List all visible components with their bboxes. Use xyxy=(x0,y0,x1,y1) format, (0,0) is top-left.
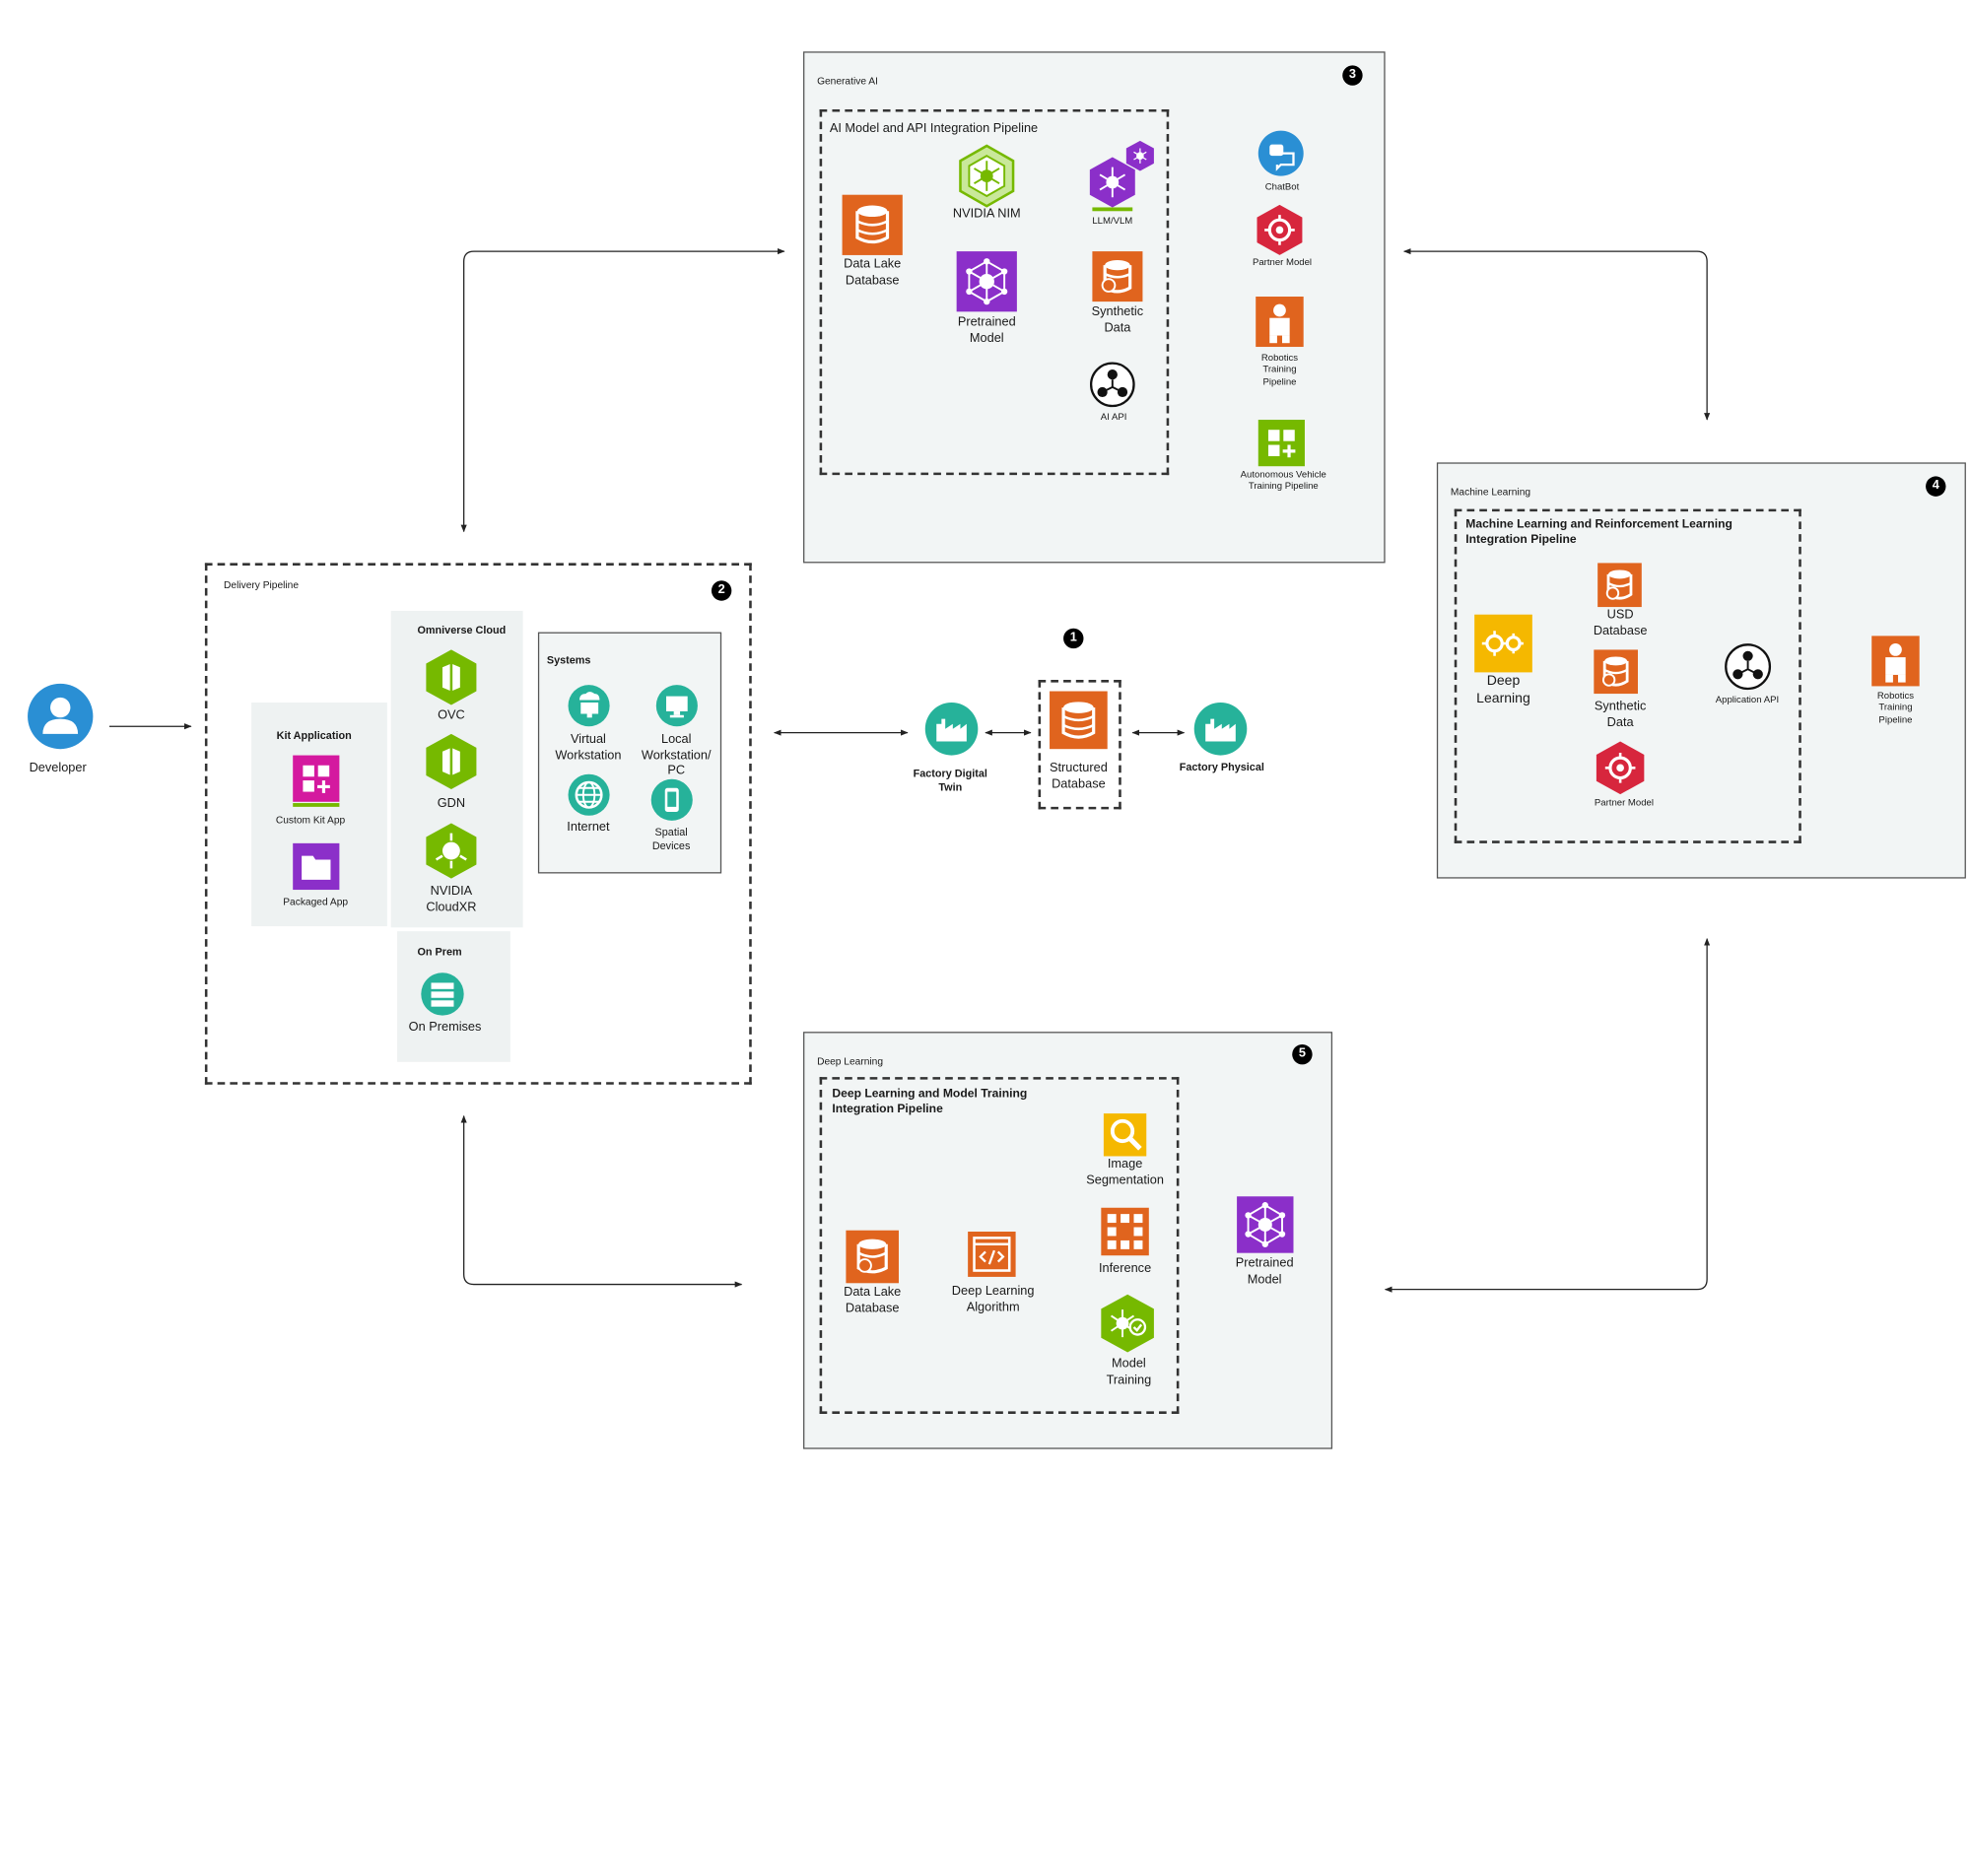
dl-data-lake-label: Data Lake Database xyxy=(844,1285,902,1315)
ai-api-label: AI API xyxy=(1100,411,1127,423)
synthetic-data-icon xyxy=(1092,251,1143,302)
ovc-icon xyxy=(426,649,477,705)
packaged-app-icon xyxy=(293,842,340,891)
ml-title: Machine Learning xyxy=(1450,486,1531,499)
ml-pipeline-box xyxy=(1454,508,1801,843)
nvidia-nim-icon xyxy=(959,144,1015,208)
llm-vlm-icon xyxy=(1089,140,1154,212)
systems-title: Systems xyxy=(546,653,591,667)
arrow-delivery-deeplearning xyxy=(460,1114,743,1288)
autonomous-vehicle-label: Autonomous Vehicle Training Pipeline xyxy=(1240,468,1326,493)
ml-robotics-pipeline-label: Robotics Training Pipeline xyxy=(1876,690,1915,725)
cloudxr-label: NVIDIA CloudXR xyxy=(426,884,477,914)
pretrained-model-icon xyxy=(956,251,1017,312)
deep-learning-icon xyxy=(1474,614,1532,673)
factory-physical-label: Factory Physical xyxy=(1179,760,1264,773)
internet-icon xyxy=(568,773,610,816)
structured-db-label: Structured Database xyxy=(1049,761,1108,791)
dl-title: Deep Learning xyxy=(817,1055,884,1067)
virtual-workstation-icon xyxy=(568,685,610,727)
usd-database-icon xyxy=(1597,563,1642,608)
dl-pretrained-model-icon xyxy=(1237,1196,1294,1253)
algorithm-label: Deep Learning Algorithm xyxy=(951,1284,1035,1314)
section-4-badge: 4 xyxy=(1926,476,1946,497)
ai-pipeline-box xyxy=(819,108,1170,476)
dl-pipeline-title: Deep Learning and Model Training Integra… xyxy=(832,1087,1028,1117)
structured-db-box xyxy=(1038,680,1121,810)
gdn-label: GDN xyxy=(437,796,466,811)
section-3-badge: 3 xyxy=(1342,65,1363,86)
inference-icon xyxy=(1101,1207,1149,1256)
partner-model-icon xyxy=(1257,204,1303,255)
chatbot-icon xyxy=(1257,130,1304,176)
section-1-badge: 1 xyxy=(1063,628,1084,649)
virtual-workstation-label: Virtual Workstation xyxy=(555,732,622,763)
spatial-devices-label: Spatial Devices xyxy=(651,826,691,852)
onprem-title: On Prem xyxy=(417,945,462,958)
arrow-generative-ml xyxy=(1402,248,1711,421)
model-training-icon xyxy=(1101,1294,1154,1353)
internet-label: Internet xyxy=(567,820,610,835)
ovc-label: OVC xyxy=(438,708,465,723)
autonomous-vehicle-icon xyxy=(1257,420,1305,467)
local-workstation-icon xyxy=(655,685,698,727)
section-2-badge: 2 xyxy=(711,580,732,601)
data-lake-icon xyxy=(842,194,903,255)
spatial-devices-icon xyxy=(650,778,693,821)
pretrained-model-label: Pretrained Model xyxy=(957,315,1016,346)
chatbot-label: ChatBot xyxy=(1264,180,1300,193)
arrow-ml-deeplearning xyxy=(1384,938,1711,1293)
image-segmentation-label: Image Segmentation xyxy=(1086,1157,1164,1187)
database-icon xyxy=(1050,691,1108,750)
ml-synthetic-data-label: Synthetic Data xyxy=(1594,700,1647,730)
systems-box xyxy=(537,632,722,874)
application-api-label: Application API xyxy=(1715,694,1780,705)
inference-label: Inference xyxy=(1098,1261,1152,1276)
custom-kit-app-icon xyxy=(293,755,340,807)
synthetic-data-label: Synthetic Data xyxy=(1091,304,1144,335)
ml-robotics-pipeline-icon xyxy=(1871,636,1920,687)
robotics-pipeline-icon xyxy=(1256,297,1304,348)
factory-twin-label: Factory Digital Twin xyxy=(913,767,987,793)
dl-pipeline-box xyxy=(819,1077,1180,1414)
model-training-label: Model Training xyxy=(1106,1357,1152,1387)
kit-title: Kit Application xyxy=(276,728,352,742)
algorithm-icon xyxy=(968,1231,1016,1277)
developer-label: Developer xyxy=(29,761,87,775)
delivery-title: Delivery Pipeline xyxy=(224,579,300,591)
ml-partner-model-label: Partner Model xyxy=(1594,796,1654,809)
llm-vlm-label: LLM/VLM xyxy=(1092,215,1133,227)
developer-icon xyxy=(28,683,94,750)
ml-partner-model-icon xyxy=(1596,741,1645,795)
factory-twin-icon xyxy=(924,703,979,756)
ai-pipeline-title: AI Model and API Integration Pipeline xyxy=(829,121,1039,136)
generative-title: Generative AI xyxy=(817,75,878,88)
ai-api-icon xyxy=(1089,362,1135,408)
local-workstation-label: Local Workstation/ PC xyxy=(641,732,712,778)
deep-learning-label: Deep Learning xyxy=(1476,673,1530,706)
nvidia-nim-label: NVIDIA NIM xyxy=(952,207,1021,222)
arrow-delivery-generative xyxy=(460,248,785,533)
usd-database-label: USD Database xyxy=(1593,608,1648,638)
cloudxr-icon xyxy=(426,823,477,879)
packaged-app-label: Packaged App xyxy=(283,896,349,907)
section-5-badge: 5 xyxy=(1292,1043,1313,1065)
robotics-pipeline-label: Robotics Training Pipeline xyxy=(1260,352,1299,387)
on-premises-label: On Premises xyxy=(408,1020,482,1035)
server-icon xyxy=(421,972,464,1016)
cloud-title: Omniverse Cloud xyxy=(417,623,507,636)
application-api-icon xyxy=(1725,643,1772,691)
dl-pretrained-model-label: Pretrained Model xyxy=(1235,1256,1294,1287)
ml-pipeline-title: Machine Learning and Reinforcement Learn… xyxy=(1465,517,1732,548)
ml-synthetic-data-icon xyxy=(1594,649,1638,695)
dl-data-lake-icon xyxy=(846,1230,899,1284)
image-segmentation-icon xyxy=(1103,1113,1147,1157)
data-lake-label: Data Lake Database xyxy=(844,257,902,288)
gdn-icon xyxy=(426,733,477,790)
partner-model-label: Partner Model xyxy=(1252,256,1313,268)
delivery-pipeline-box xyxy=(204,563,752,1085)
factory-physical-icon xyxy=(1193,703,1248,756)
custom-kit-label: Custom Kit App xyxy=(275,814,346,827)
